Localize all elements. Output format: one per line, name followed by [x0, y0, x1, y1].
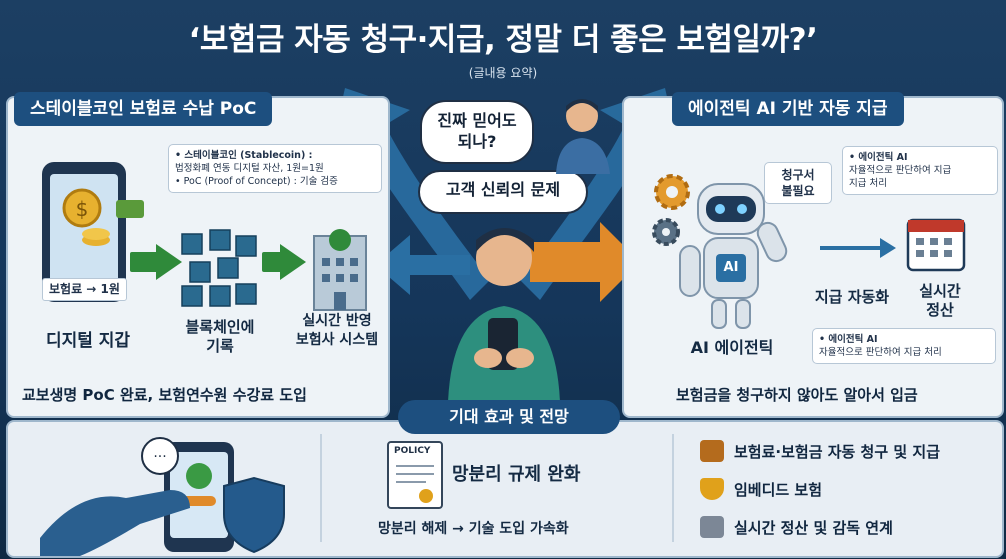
- insurer-system-label: 실시간 반영 보험사 시스템: [284, 312, 390, 350]
- page-subtitle: (글내용 요약): [468, 66, 538, 80]
- auto-pay-arrow-head-icon: [880, 238, 896, 258]
- bubble-line: 되나?: [457, 132, 497, 151]
- realtime-settlement-label: 실시간 정산: [900, 282, 980, 320]
- right-summary-text: 보험금을 청구하지 않아도 알아서 입금: [676, 386, 918, 404]
- speech-line: 불필요: [781, 184, 815, 198]
- list-item: 실시간 정산 및 감독 연계: [700, 516, 893, 538]
- speech-line: 청구서: [781, 168, 815, 182]
- thinking-person-icon: [556, 99, 610, 174]
- robot-screen-label: AI: [723, 260, 739, 275]
- stablecoin-definition-note: • 스테이블코인 (Stablecoin) : 법정화폐 연동 디지털 자산, …: [168, 144, 382, 193]
- agentic-ai-heading: 에이전틱 AI 기반 자동 지급: [672, 92, 904, 126]
- blockchain-label: 블록체인에 기록: [160, 318, 280, 356]
- list-item-label: 실시간 정산 및 감독 연계: [734, 518, 893, 537]
- flow-arrow-icon: [262, 252, 284, 272]
- agentic-ai-note-bottom: • 에이전틱 AI 자율적으로 판단하여 지급 처리: [812, 328, 996, 364]
- note-line: 자율적으로 판단하여 지급: [849, 165, 952, 176]
- bubble-line: 진짜 믿어도: [437, 111, 517, 130]
- note-line: • 에이전틱 AI: [849, 152, 908, 163]
- note-line: 자율적으로 판단하여 지급 처리: [819, 347, 942, 358]
- divider: [320, 434, 322, 542]
- page-title: ‘보험금 자동 청구·지급, 정말 더 좋은 보험일까?’: [188, 22, 818, 58]
- note-line: • 스테이블코인 (Stablecoin) :: [175, 150, 313, 161]
- svg-text:···: ···: [153, 449, 166, 465]
- list-item-label: 보험료·보험금 자동 청구 및 지급: [734, 442, 940, 461]
- arrow-left-icon: [375, 235, 470, 295]
- stablecoin-heading: 스테이블코인 보험료 수납 PoC: [14, 92, 273, 126]
- insurer-building-icon: [313, 229, 367, 311]
- label-line: 실시간: [919, 282, 961, 300]
- wallet-tag: 보험료 → 1원: [42, 278, 127, 301]
- policy-doc-text: POLICY: [394, 446, 431, 456]
- digital-wallet-icon: $: [42, 162, 144, 302]
- flow-arrow-icon: [130, 252, 160, 272]
- outlook-heading: 기대 효과 및 전망: [398, 400, 620, 434]
- flow-arrow-head-icon: [156, 244, 182, 280]
- policy-title: 망분리 규제 완화: [452, 464, 581, 485]
- agentic-ai-note-top: • 에이전틱 AI 자율적으로 판단하여 지급 지급 처리: [842, 146, 998, 195]
- label-line: 실시간 반영: [302, 313, 372, 329]
- ai-robot-icon: [679, 183, 788, 329]
- arrow-right-orange-icon: [530, 222, 640, 302]
- policy-document-icon: [387, 441, 443, 509]
- calendar-icon: [906, 218, 966, 272]
- calendar-icon: [700, 516, 724, 538]
- wallet-icon: [700, 440, 724, 462]
- left-summary-text: 교보생명 PoC 완료, 보험연수원 수강료 도입: [22, 386, 307, 404]
- gear-icon: [652, 174, 690, 246]
- wallet-label: 디지털 지갑: [45, 331, 131, 351]
- divider: [672, 434, 674, 542]
- list-item: 임베디드 보험: [700, 478, 822, 500]
- note-line: 법정화폐 연동 디지털 자산, 1원=1원: [175, 163, 324, 174]
- label-line: 기록: [206, 337, 234, 355]
- secure-phone-icon: ···: [40, 437, 285, 556]
- svg-text:$: $: [76, 197, 89, 221]
- person-with-phone-icon: [448, 228, 560, 402]
- doubt-thought-bubble: 진짜 믿어도 되나?: [420, 100, 534, 164]
- trust-issue-bubble: 고객 신뢰의 문제: [418, 170, 588, 214]
- flow-arrow-head-icon: [280, 244, 306, 280]
- blockchain-icon: [181, 229, 257, 307]
- auto-pay-label: 지급 자동화: [814, 288, 890, 306]
- label-line: 정산: [926, 301, 954, 319]
- policy-subtext: 망분리 해제 → 기술 도입 가속화: [378, 521, 569, 537]
- label-line: 블록체인에: [185, 318, 255, 336]
- note-line: • 에이전틱 AI: [819, 334, 878, 345]
- ai-agentic-label: AI 에이전틱: [690, 338, 774, 357]
- shield-check-icon: [700, 478, 724, 500]
- list-item-label: 임베디드 보험: [734, 480, 823, 499]
- note-line: 지급 처리: [849, 178, 887, 189]
- no-claim-speech-bubble: 청구서 불필요: [764, 162, 832, 204]
- label-line: 보험사 시스템: [295, 332, 379, 348]
- auto-pay-arrow-icon: [820, 246, 884, 250]
- note-line: • PoC (Proof of Concept) : 기술 검증: [175, 176, 338, 187]
- list-item: 보험료·보험금 자동 청구 및 지급: [700, 440, 940, 462]
